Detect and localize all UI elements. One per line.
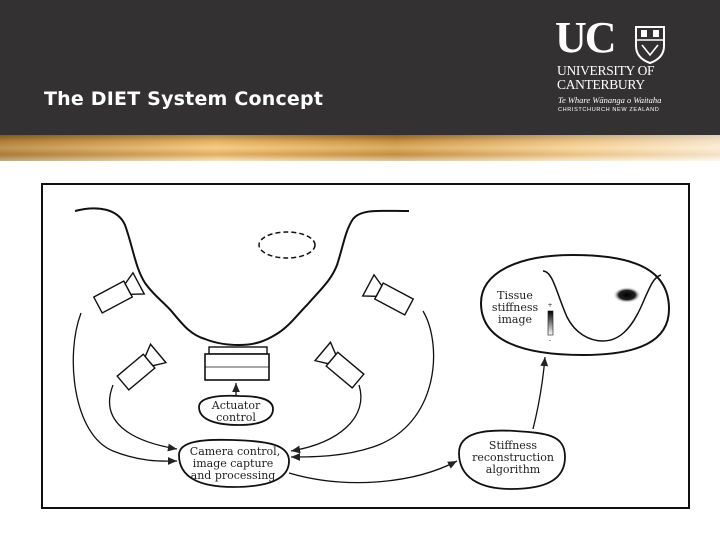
reconstruction-label-line-2: reconstruction	[472, 451, 554, 464]
camera-label-line-1: Camera control,	[190, 445, 280, 458]
camera-2-icon	[116, 342, 168, 391]
tissue-label-line-3: image	[498, 313, 532, 326]
tumour-outline	[258, 231, 316, 259]
scale-bottom-label: -	[549, 337, 551, 344]
reconstruction-label-line-3: algorithm	[486, 463, 541, 476]
camera-control-node	[178, 438, 290, 488]
tissue-surface	[74, 207, 410, 347]
logo-mark: UC	[555, 13, 617, 62]
stiffness-scale-bar	[547, 310, 554, 336]
scale-top-label: +	[547, 302, 552, 309]
slide-header	[0, 0, 720, 135]
tissue-image-profile	[542, 270, 662, 342]
tissue-label-line-1: Tissue	[497, 289, 533, 302]
tissue-label-line-2: stiffness	[492, 301, 539, 314]
camera-label-line-2: image capture	[193, 457, 274, 470]
crest-icon	[635, 26, 665, 64]
reconstruction-label-line-1: Stiffness	[489, 439, 538, 452]
diet-diagram: Actuator control Camera control, image c…	[41, 183, 690, 509]
camera-label-line-3: and processing	[191, 469, 276, 482]
arrow-camera-3-to-control	[290, 310, 435, 461]
diagram-canvas: Actuator control Camera control, image c…	[72, 207, 671, 490]
actuator-label-line-2: control	[216, 411, 256, 424]
logo-line-city: CHRISTCHURCH NEW ZEALAND	[558, 107, 660, 113]
university-logo: UC UNIVERSITY OF CANTERBURY Te Whare Wān…	[555, 16, 685, 120]
camera-1-icon	[92, 271, 146, 314]
arrow-control-to-reconstruction	[288, 460, 458, 484]
actuator-label-line-1: Actuator	[211, 399, 261, 412]
decorative-band-overlay	[0, 135, 720, 161]
stiff-inclusion-blob	[613, 287, 641, 303]
reconstruction-node	[458, 429, 566, 490]
arrow-camera-4-to-control	[290, 384, 362, 454]
logo-line-canterbury: CANTERBURY	[557, 77, 645, 92]
slide-title: The DIET System Concept	[44, 88, 324, 110]
tissue-image-node	[479, 253, 671, 357]
arrow-reconstruction-to-image	[532, 356, 549, 430]
arrow-camera-1-to-control	[72, 312, 178, 465]
camera-4-icon	[313, 340, 365, 389]
logo-line-university: UNIVERSITY OF	[557, 63, 655, 78]
logo-line-maori: Te Whare Wānanga o Waitaha	[558, 95, 662, 105]
arrow-camera-2-to-control	[108, 384, 178, 452]
camera-3-icon	[361, 273, 415, 316]
actuator-control-node	[198, 394, 274, 426]
actuator-device	[204, 346, 270, 381]
